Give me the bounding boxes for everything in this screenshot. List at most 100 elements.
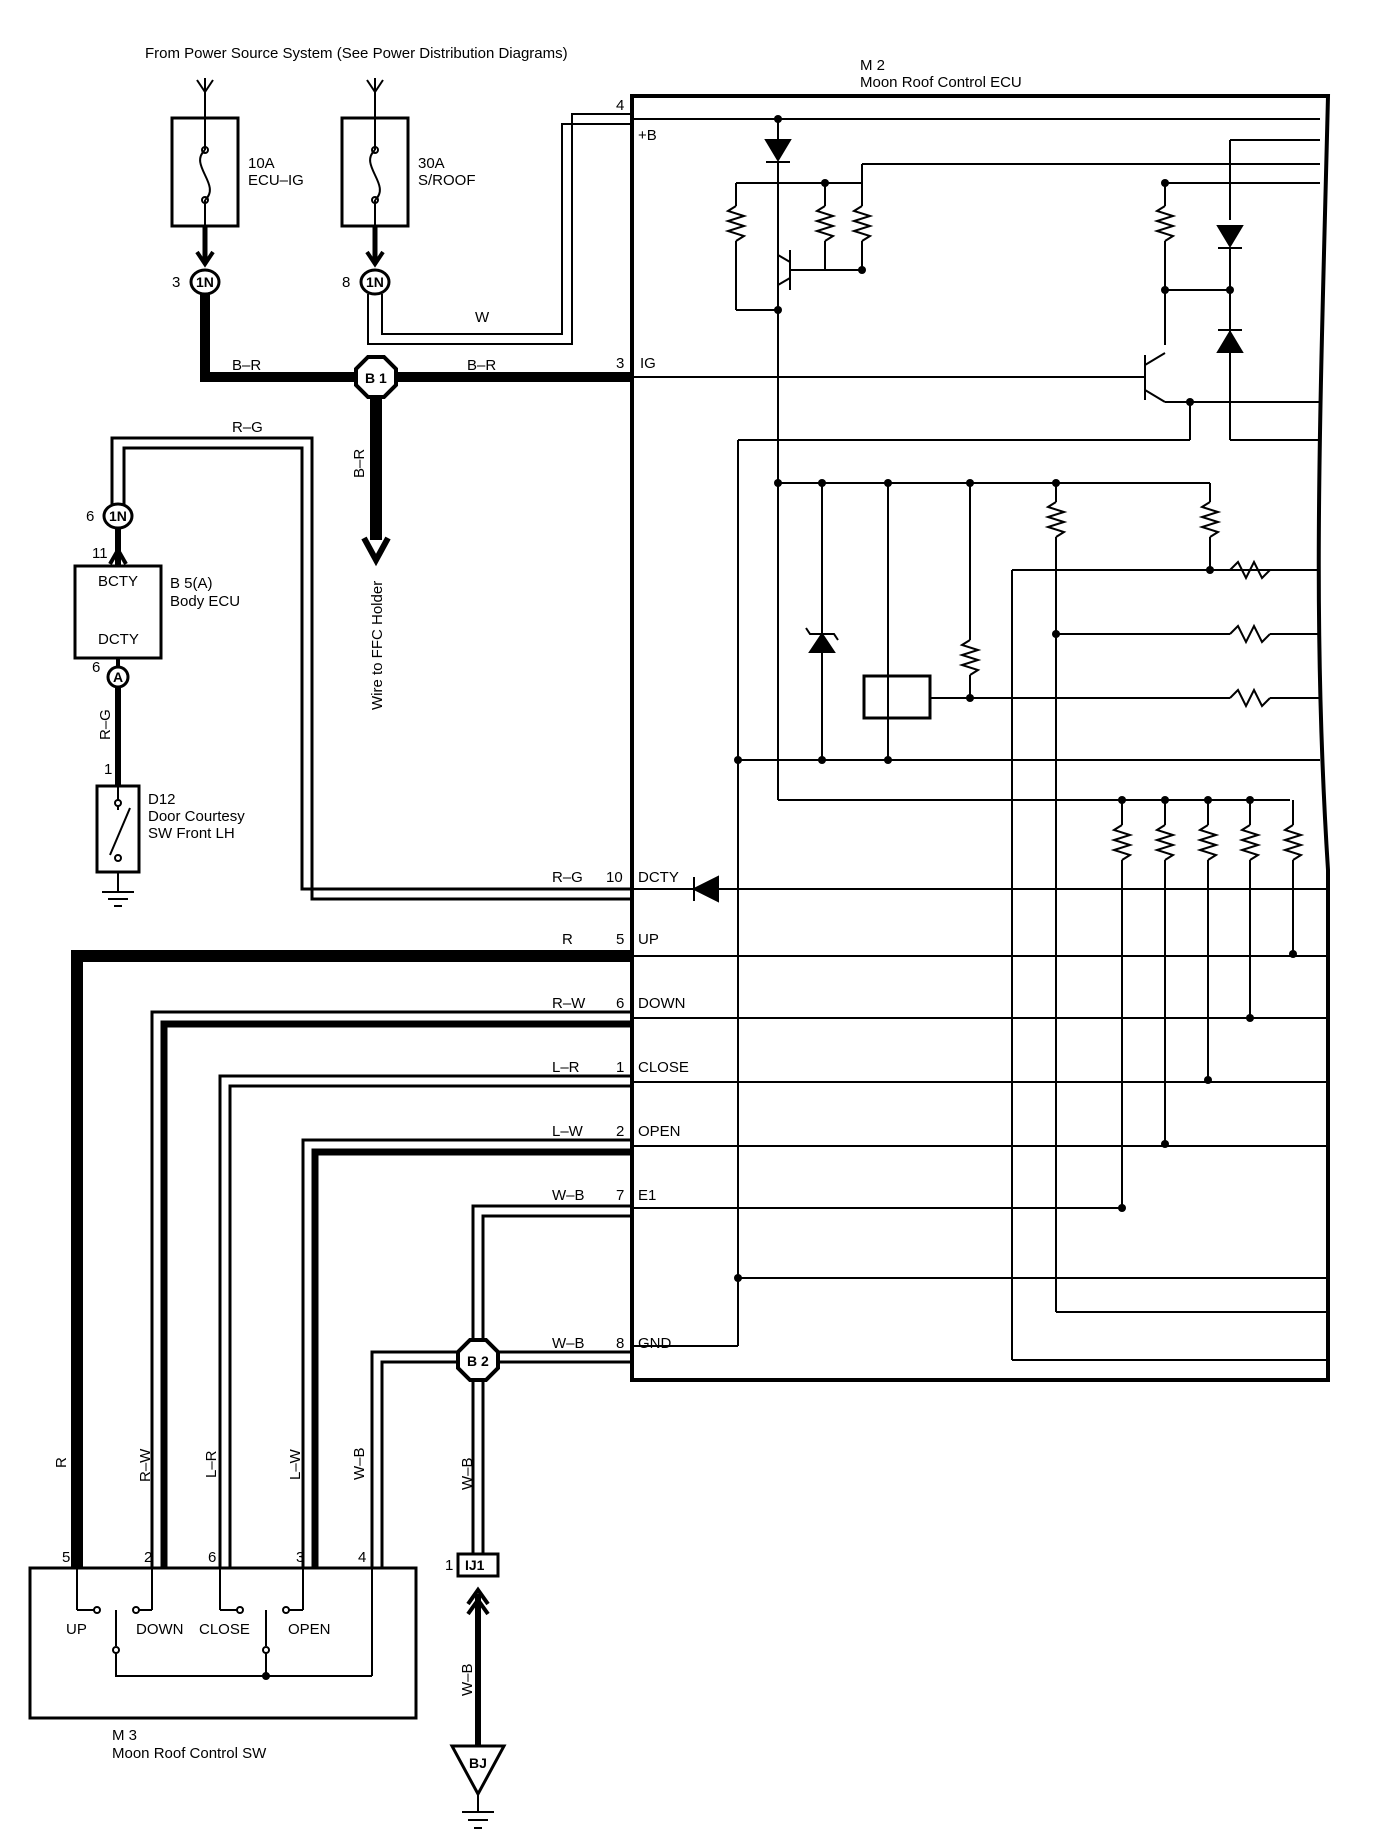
sw-wire-r-label: R bbox=[53, 1457, 70, 1468]
sw-button-open: OPEN bbox=[288, 1621, 331, 1638]
wire-r-g-vert-label: R–G bbox=[97, 709, 114, 740]
body-ecu-code: B 5(A) bbox=[170, 575, 213, 592]
connector-a-bubble bbox=[106, 665, 130, 689]
terminal-pin: 2 bbox=[616, 1123, 624, 1140]
sw-pin-3: 3 bbox=[296, 1549, 304, 1566]
power-source-arrows bbox=[196, 78, 384, 118]
switch-unit-name: Moon Roof Control SW bbox=[112, 1745, 267, 1762]
terminal-name: IG bbox=[640, 355, 656, 372]
sw-button-close: CLOSE bbox=[199, 1621, 250, 1638]
wire-w-b bbox=[370, 1204, 632, 1746]
connector-a-label: A bbox=[113, 669, 123, 685]
sw-pin-2: 2 bbox=[144, 1549, 152, 1566]
switch-unit-box bbox=[28, 1566, 418, 1720]
fuse-s-roof bbox=[340, 116, 410, 228]
terminal-name: DCTY bbox=[638, 869, 679, 886]
terminal-wire: L–W bbox=[552, 1123, 584, 1140]
door-courtesy-switch bbox=[95, 784, 141, 907]
terminal-wire: R bbox=[562, 931, 573, 948]
ground-bj bbox=[449, 1744, 507, 1798]
ground-bj-label: BJ bbox=[469, 1755, 487, 1771]
connector-ij1 bbox=[456, 1552, 500, 1578]
wire-r-w bbox=[150, 1010, 632, 1568]
terminal-name: UP bbox=[638, 931, 659, 948]
junction-dots bbox=[734, 115, 1297, 1282]
junction-b1 bbox=[354, 355, 398, 399]
terminal-name: DOWN bbox=[638, 995, 686, 1012]
connector-1n-label-1: 1N bbox=[196, 274, 214, 290]
sw-wire-l-w-label: L–W bbox=[287, 1448, 304, 1480]
fuse-s-roof-name: S/ROOF bbox=[418, 172, 476, 189]
body-ecu-name: Body ECU bbox=[170, 593, 240, 610]
wire-w-label: W bbox=[475, 309, 490, 326]
body-ecu-bcty: BCTY bbox=[98, 573, 138, 590]
ecu-terminal-5: R 5 UP bbox=[562, 931, 659, 948]
wire-r bbox=[71, 950, 632, 1568]
wire-b-r-down-label: B–R bbox=[351, 449, 368, 478]
wire-l-r bbox=[218, 1074, 632, 1568]
pin-8-1n: 8 bbox=[342, 274, 350, 291]
terminal-pin: 4 bbox=[616, 97, 624, 114]
wire-b-r bbox=[200, 294, 632, 567]
terminal-name: OPEN bbox=[638, 1123, 681, 1140]
terminal-name: +B bbox=[638, 127, 657, 144]
wire-l-w bbox=[301, 1138, 632, 1568]
fuse-ecu-ig bbox=[170, 116, 240, 228]
pin-6-1n: 6 bbox=[86, 508, 94, 525]
terminal-pin: 8 bbox=[616, 1335, 624, 1352]
sw-wire-r-w-label: R–W bbox=[137, 1448, 154, 1482]
ecu-m2-box bbox=[630, 94, 1331, 1382]
terminal-name: E1 bbox=[638, 1187, 656, 1204]
terminal-pin: 6 bbox=[616, 995, 624, 1012]
terminal-pin: 10 bbox=[606, 869, 623, 886]
terminal-pin: 7 bbox=[616, 1187, 624, 1204]
power-source-label: From Power Source System (See Power Dist… bbox=[145, 45, 568, 62]
wire-w-b-low-label: W–B bbox=[459, 1663, 476, 1696]
terminal-name: CLOSE bbox=[638, 1059, 689, 1076]
terminal-pin: 5 bbox=[616, 931, 624, 948]
terminal-wire: L–R bbox=[552, 1059, 580, 1076]
sw-wire-l-r-label: L–R bbox=[203, 1450, 220, 1478]
connector-ij1-label: IJ1 bbox=[465, 1557, 485, 1573]
sw-pin-6: 6 bbox=[208, 1549, 216, 1566]
pin-3-1n: 3 bbox=[172, 274, 180, 291]
switch-unit-code: M 3 bbox=[112, 1727, 137, 1744]
ecu-name: Moon Roof Control ECU bbox=[860, 74, 1022, 91]
door-switch-name-1: Door Courtesy bbox=[148, 808, 245, 825]
wire-r-g bbox=[108, 436, 632, 901]
sw-button-up: UP bbox=[66, 1621, 87, 1638]
ecu-terminal-1: L–R 1 CLOSE bbox=[552, 1059, 689, 1076]
terminal-pin: 3 bbox=[616, 355, 624, 372]
wire-w-b-down-label: W–B bbox=[459, 1457, 476, 1490]
fuse-ecu-ig-name: ECU–IG bbox=[248, 172, 304, 189]
terminal-wire: R–W bbox=[552, 995, 586, 1012]
sw-wire-w-b-label: W–B bbox=[351, 1447, 368, 1480]
terminal-pin: 1 bbox=[616, 1059, 624, 1076]
pin-11: 11 bbox=[92, 545, 108, 562]
connector-1n-bubble-2 bbox=[359, 268, 391, 296]
terminal-wire: R–G bbox=[552, 869, 583, 886]
wire-b-r-left-label: B–R bbox=[232, 357, 261, 374]
ecu-internal-circuit bbox=[632, 118, 1328, 1361]
ecu-terminal-8: W–B 8 GND bbox=[552, 1335, 672, 1352]
wire-ffc-label: Wire to FFC Holder bbox=[369, 581, 386, 710]
terminal-wire: W–B bbox=[552, 1335, 585, 1352]
door-switch-name-2: SW Front LH bbox=[148, 825, 235, 842]
fuse-s-roof-amps: 30A bbox=[418, 155, 445, 172]
junction-b2 bbox=[456, 1338, 500, 1382]
door-switch-code: D12 bbox=[148, 791, 176, 808]
body-ecu-dcty: DCTY bbox=[98, 631, 139, 648]
connector-1n-label-2: 1N bbox=[366, 274, 384, 290]
sw-button-down: DOWN bbox=[136, 1621, 184, 1638]
ecu-terminal-2: L–W 2 OPEN bbox=[552, 1123, 681, 1140]
pin-1-d12: 1 bbox=[104, 761, 112, 778]
pin-1-ij1: 1 bbox=[445, 1557, 453, 1574]
switch-contacts bbox=[76, 1568, 373, 1680]
ecu-terminal-3: 3 IG bbox=[616, 355, 656, 372]
ecu-code: M 2 bbox=[860, 57, 885, 74]
terminal-wire: W–B bbox=[552, 1187, 585, 1204]
sw-pin-4: 4 bbox=[358, 1549, 366, 1566]
sw-pin-5: 5 bbox=[62, 1549, 70, 1566]
ecu-terminal-10: R–G 10 DCTY bbox=[552, 869, 679, 886]
